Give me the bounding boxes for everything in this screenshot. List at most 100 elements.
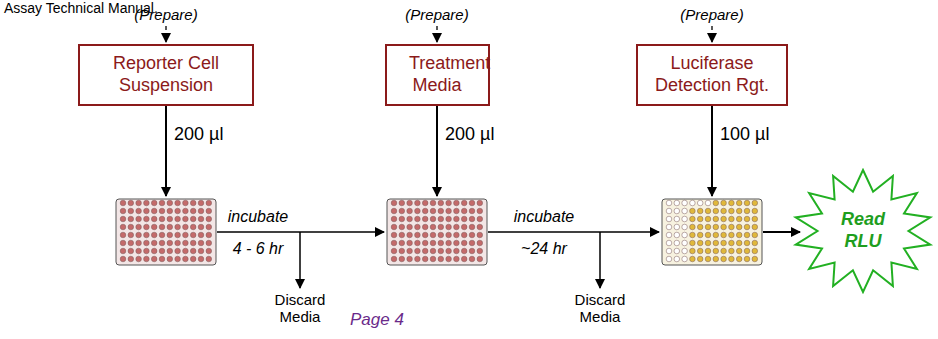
well — [736, 224, 742, 230]
well — [415, 232, 421, 238]
well — [477, 200, 483, 206]
well — [407, 208, 413, 214]
well — [136, 216, 142, 222]
well — [183, 224, 189, 230]
well — [736, 240, 742, 246]
well — [407, 248, 413, 254]
well — [721, 232, 727, 238]
well — [454, 240, 460, 246]
well — [415, 248, 421, 254]
dashed-arrow — [711, 26, 712, 42]
well — [461, 248, 467, 254]
well — [399, 232, 405, 238]
well — [190, 232, 196, 238]
well — [136, 208, 142, 214]
well — [469, 200, 475, 206]
well — [744, 256, 750, 262]
well — [674, 240, 680, 246]
well — [666, 240, 672, 246]
well — [461, 256, 467, 262]
well — [167, 208, 173, 214]
well — [477, 224, 483, 230]
well — [690, 224, 696, 230]
well — [167, 232, 173, 238]
well — [729, 232, 735, 238]
well — [682, 208, 688, 214]
wells — [120, 200, 757, 262]
well — [422, 232, 428, 238]
well — [469, 248, 475, 254]
well — [198, 224, 204, 230]
well — [752, 208, 758, 214]
well — [391, 248, 397, 254]
well — [682, 240, 688, 246]
well — [159, 256, 165, 262]
well — [415, 240, 421, 246]
dashed-arrow — [165, 26, 166, 42]
well — [159, 240, 165, 246]
well — [713, 232, 719, 238]
well — [682, 224, 688, 230]
well — [206, 200, 212, 206]
step-label: Page 4 — [350, 310, 404, 330]
dashed-arrow — [436, 26, 437, 42]
well — [175, 216, 181, 222]
well — [666, 200, 672, 206]
well — [391, 224, 397, 230]
dispense-arrow — [165, 106, 167, 196]
well — [198, 208, 204, 214]
well — [120, 224, 126, 230]
well — [752, 200, 758, 206]
well — [713, 248, 719, 254]
well — [151, 208, 157, 214]
well — [469, 240, 475, 246]
well — [128, 200, 134, 206]
process-box: Luciferase Detection Rgt. — [636, 44, 788, 106]
well — [415, 208, 421, 214]
well — [144, 208, 150, 214]
well — [206, 240, 212, 246]
well — [682, 248, 688, 254]
well — [391, 240, 397, 246]
well — [422, 224, 428, 230]
well — [469, 224, 475, 230]
well — [736, 200, 742, 206]
well — [128, 248, 134, 254]
well — [477, 248, 483, 254]
well — [744, 216, 750, 222]
well — [721, 240, 727, 246]
well — [705, 216, 711, 222]
well — [697, 200, 703, 206]
well — [690, 248, 696, 254]
well — [446, 256, 452, 262]
well — [454, 224, 460, 230]
well — [136, 240, 142, 246]
well — [391, 208, 397, 214]
well — [705, 256, 711, 262]
well — [167, 248, 173, 254]
well — [674, 248, 680, 254]
well — [674, 200, 680, 206]
well — [682, 216, 688, 222]
well — [422, 208, 428, 214]
well — [198, 200, 204, 206]
process-box: Reporter Cell Suspension — [78, 44, 254, 106]
discard-arrow — [299, 232, 301, 288]
well — [736, 232, 742, 238]
well — [151, 232, 157, 238]
well — [415, 256, 421, 262]
well — [752, 224, 758, 230]
well — [430, 200, 436, 206]
well — [705, 248, 711, 254]
well — [438, 240, 444, 246]
well — [477, 232, 483, 238]
well — [744, 240, 750, 246]
well — [438, 248, 444, 254]
well — [175, 208, 181, 214]
well — [674, 256, 680, 262]
well — [198, 256, 204, 262]
well — [415, 224, 421, 230]
well — [666, 256, 672, 262]
well — [446, 208, 452, 214]
well — [183, 240, 189, 246]
